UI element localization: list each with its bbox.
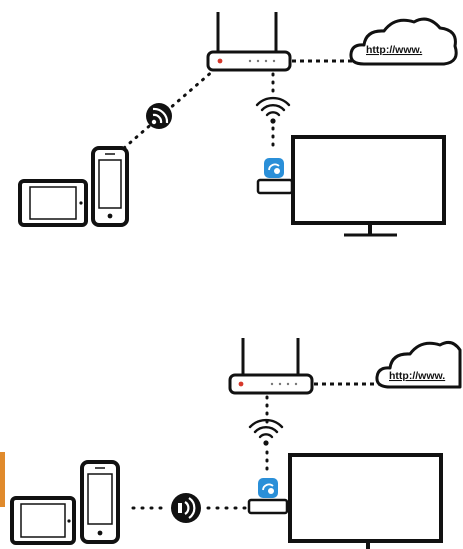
tv-icon: [288, 453, 443, 549]
router-icon: [228, 338, 314, 395]
wifi-badge-icon: [146, 103, 172, 129]
panel-top: http://www.: [18, 12, 458, 237]
dongle-icon: [247, 478, 289, 515]
router-led: [238, 381, 244, 387]
tablet-icon: [18, 179, 88, 227]
dongle-icon: [256, 158, 294, 195]
wifi-icon: [248, 418, 284, 446]
phone-icon: [91, 146, 129, 227]
tablet-icon: [10, 496, 76, 545]
orange-edge-strip: [0, 452, 5, 507]
router-led: [217, 58, 223, 64]
nfc-icon: [171, 493, 201, 523]
panel-bottom: http://www.: [10, 338, 462, 549]
wifi-icon: [255, 96, 291, 124]
tv-icon: [291, 135, 446, 237]
phone-icon: [80, 460, 120, 544]
cloud-icon: http://www.: [349, 17, 458, 66]
cloud-label: http://www.: [366, 44, 422, 56]
cloud-icon: http://www.: [375, 340, 462, 389]
cloud-label: http://www.: [389, 370, 445, 382]
router-icon: [206, 12, 292, 72]
